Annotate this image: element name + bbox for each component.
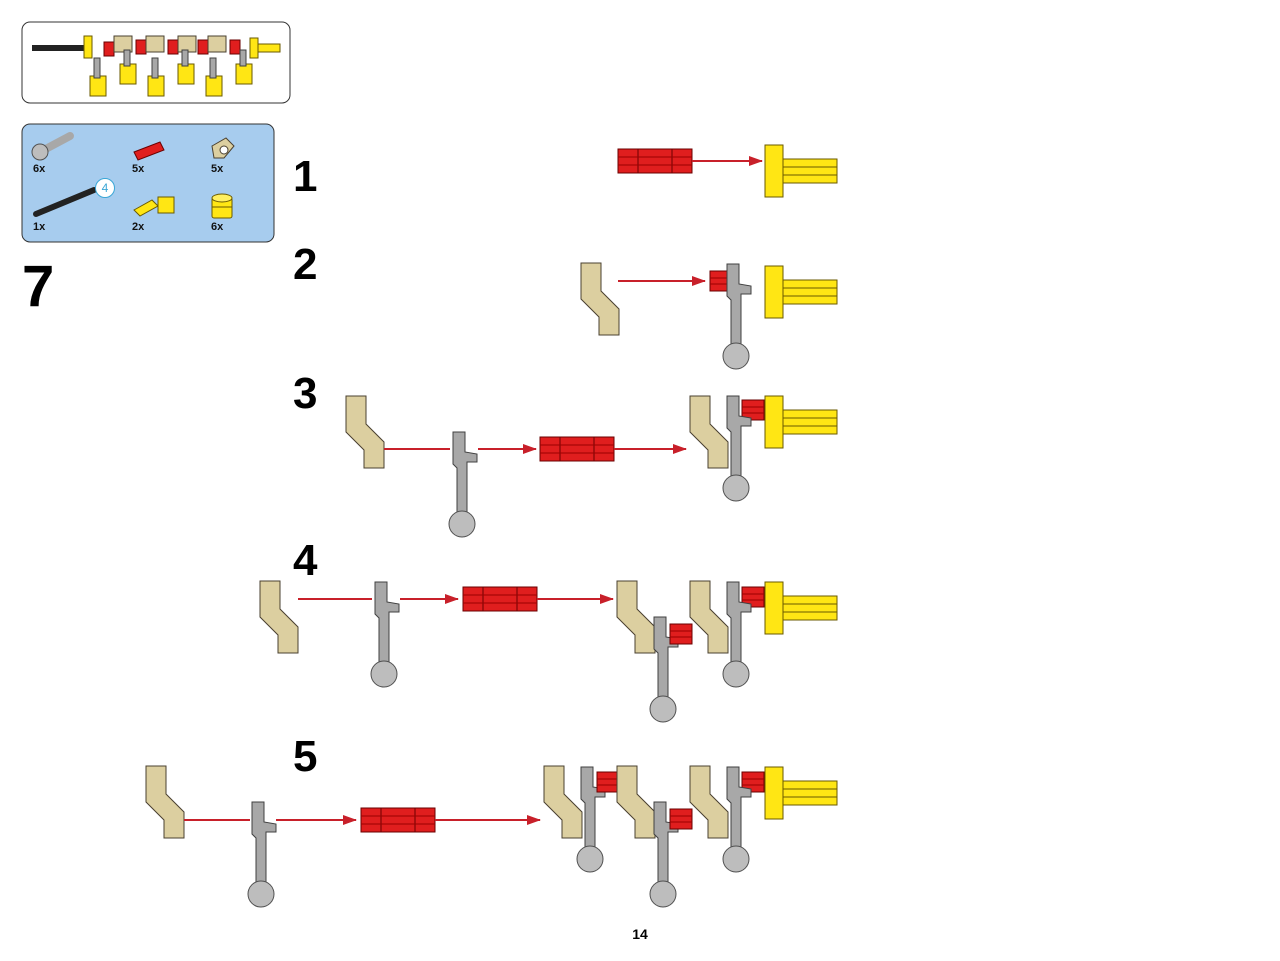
- substep-4-art: [259, 580, 838, 723]
- qty-axle: 1x: [33, 221, 46, 233]
- substep-number-3: 3: [293, 369, 318, 418]
- tan-crank-icon: [211, 137, 235, 159]
- page-number: 14: [632, 926, 648, 942]
- substep-5-art: [145, 765, 838, 908]
- substep-1-art: [617, 144, 838, 198]
- substep-number-2: 2: [293, 240, 318, 289]
- red-pin-icon: [133, 141, 165, 161]
- yellow-pin-icon: [133, 196, 175, 217]
- qty-yellow-pin: 2x: [132, 221, 145, 233]
- axle-length-callout: 4: [95, 178, 115, 198]
- qty-tan-crank: 5x: [211, 163, 224, 175]
- submodel-preview: [21, 21, 291, 104]
- substep-number-5: 5: [293, 732, 318, 781]
- main-step-number: 7: [22, 254, 55, 319]
- qty-liftarm: 6x: [33, 163, 46, 175]
- liftarm-ball-icon: [31, 132, 74, 161]
- piston-icon: [211, 193, 233, 219]
- qty-red-pin: 5x: [132, 163, 145, 175]
- qty-piston: 6x: [211, 221, 224, 233]
- substep-3-art: [345, 395, 838, 538]
- substep-number-4: 4: [293, 536, 318, 585]
- substep-number-1: 1: [293, 152, 318, 201]
- substep-2-art: [580, 262, 838, 370]
- parts-list-panel: [21, 123, 275, 243]
- black-axle-icon: [33, 187, 97, 217]
